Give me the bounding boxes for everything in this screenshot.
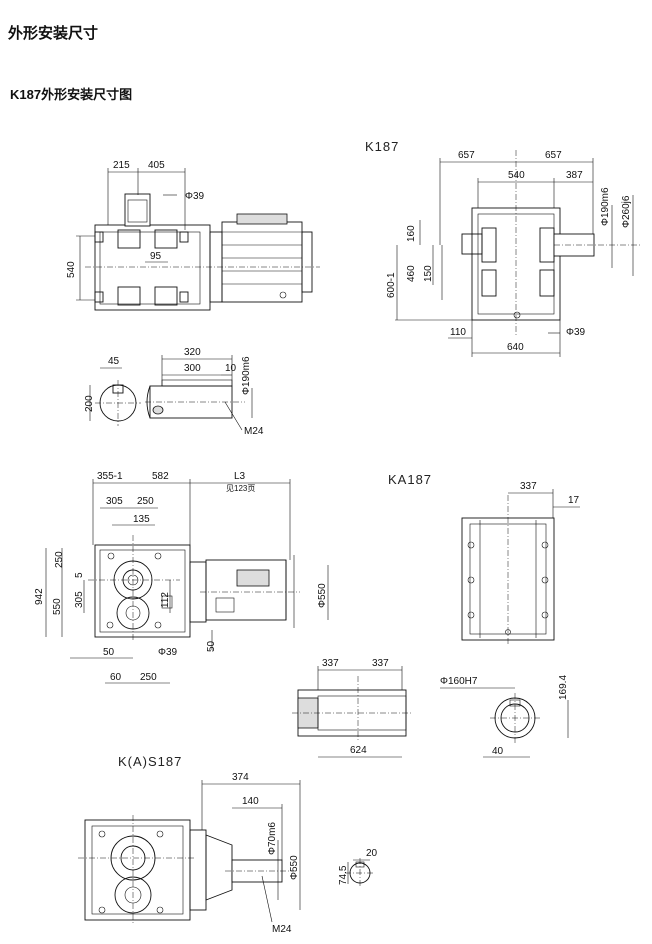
- dim-phi39-a: Φ39: [185, 191, 205, 202]
- dim-305-a: 305: [106, 496, 123, 507]
- dim-169-4: 169.4: [558, 675, 569, 700]
- label-see-page-123: 见123页: [226, 484, 255, 493]
- dim-250-c: 250: [140, 672, 157, 683]
- view-label-ka187: KA187: [388, 472, 432, 487]
- label-m24-a: M24: [244, 426, 264, 437]
- dim-200: 200: [84, 395, 95, 412]
- dim-582: 582: [152, 471, 169, 482]
- dim-112: 112: [160, 592, 171, 608]
- dim-phi550-a: Φ550: [317, 583, 328, 608]
- dim-40: 40: [492, 746, 504, 757]
- dim-150: 150: [423, 265, 434, 282]
- dim-600-1: 600-1: [386, 272, 397, 298]
- dim-355-1: 355-1: [97, 471, 123, 482]
- dim-17: 17: [568, 495, 580, 506]
- k187-front-view: K187 657 657 540 387: [365, 139, 640, 357]
- shaft-detail-view: 45 200 320 300 10 Φ190m6 M24: [84, 347, 264, 437]
- dim-250-a: 250: [137, 496, 154, 507]
- dim-60: 60: [110, 672, 122, 683]
- label-m24-b: M24: [272, 924, 292, 935]
- dim-140: 140: [242, 796, 259, 807]
- dim-phi550-b: Φ550: [289, 855, 300, 880]
- dim-305-b: 305: [74, 591, 85, 608]
- dim-phi160h7: Φ160H7: [440, 676, 478, 687]
- dim-phi260j6: Φ260j6: [621, 195, 632, 228]
- dim-337-b: 337: [322, 658, 339, 669]
- dim-10: 10: [225, 363, 237, 374]
- dim-135: 135: [133, 514, 150, 525]
- dim-215: 215: [113, 160, 130, 171]
- dim-160: 160: [406, 225, 417, 242]
- dim-657-a: 657: [458, 150, 475, 161]
- dim-95: 95: [150, 251, 162, 262]
- dim-L3: L3: [234, 471, 246, 482]
- dim-phi190m6-a: Φ190m6: [600, 187, 611, 226]
- k187-side-view: 215 405 Φ39 540 95: [66, 160, 320, 311]
- ka187-front-view: KA187 337 17: [388, 472, 580, 645]
- dim-20: 20: [366, 848, 378, 859]
- dim-50-b: 50: [103, 647, 115, 658]
- dim-387: 387: [566, 170, 583, 181]
- assembly-side-view: 355-1 582 L3 见123页 305 250 135 250 5 942…: [34, 471, 329, 684]
- dim-540-a: 540: [66, 261, 77, 278]
- dim-5: 5: [74, 572, 85, 578]
- dim-624: 624: [350, 745, 367, 756]
- page-title: 外形安装尺寸: [8, 25, 99, 42]
- dim-45: 45: [108, 356, 120, 367]
- dim-300: 300: [184, 363, 201, 374]
- dim-110: 110: [450, 327, 466, 338]
- kas187-side-view: K(A)S187 374 140 Φ70m6 Φ550 M24: [78, 754, 378, 935]
- dim-phi39-c: Φ39: [158, 647, 178, 658]
- dim-320: 320: [184, 347, 201, 358]
- dim-74-5: 74.5: [338, 865, 349, 885]
- dim-405: 405: [148, 160, 165, 171]
- dim-460: 460: [406, 265, 417, 282]
- view-label-k187: K187: [365, 139, 399, 154]
- dim-50-a: 50: [206, 640, 217, 652]
- dim-657-b: 657: [545, 150, 562, 161]
- hollow-shaft-section: 337 337 624 Φ160H7 169.4 40: [292, 658, 569, 758]
- dim-phi39-b: Φ39: [566, 327, 586, 338]
- dim-337-c: 337: [372, 658, 389, 669]
- dim-374: 374: [232, 772, 249, 783]
- dim-phi190m6-b: Φ190m6: [241, 356, 252, 395]
- dim-337-a: 337: [520, 481, 537, 492]
- diagram-subtitle: K187外形安装尺寸图: [10, 87, 133, 102]
- dim-250-b: 250: [54, 551, 65, 568]
- dim-phi70m6: Φ70m6: [267, 822, 278, 855]
- dim-640: 640: [507, 342, 524, 353]
- dim-942: 942: [34, 588, 45, 605]
- dim-550-a: 550: [52, 598, 63, 615]
- dim-540-b: 540: [508, 170, 525, 181]
- view-label-kas187: K(A)S187: [118, 754, 182, 769]
